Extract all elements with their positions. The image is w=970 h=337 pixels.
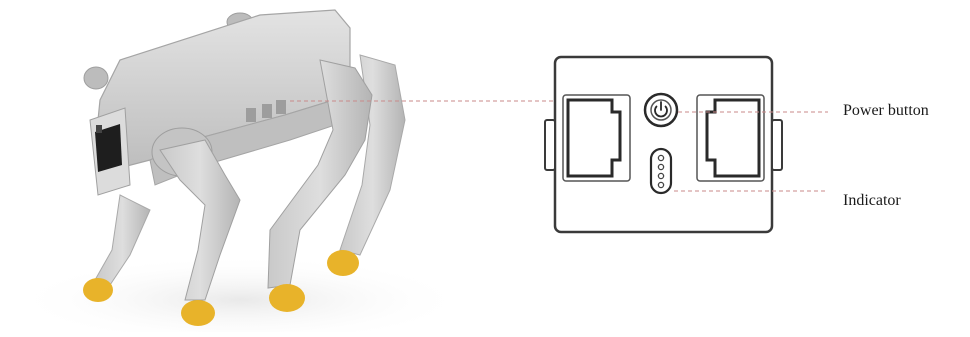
panel-tab-left: [545, 120, 555, 170]
side-slot: [262, 104, 272, 118]
indicator-lights: [651, 149, 671, 193]
power-button[interactable]: [645, 94, 677, 126]
robot-dog-illustration: [10, 10, 470, 332]
side-slot: [246, 108, 256, 122]
foot-pad: [269, 284, 305, 312]
shoulder-joint: [84, 67, 108, 89]
foot-pad: [327, 250, 359, 276]
foot-pad: [83, 278, 113, 302]
control-panel-detail: [545, 57, 782, 232]
power-button-label: Power button: [843, 102, 929, 120]
side-slot: [276, 100, 286, 114]
panel-tab-right: [772, 120, 782, 170]
foot-pad: [181, 300, 215, 326]
floor-shadow: [10, 255, 470, 332]
indicator-label: Indicator: [843, 192, 901, 210]
